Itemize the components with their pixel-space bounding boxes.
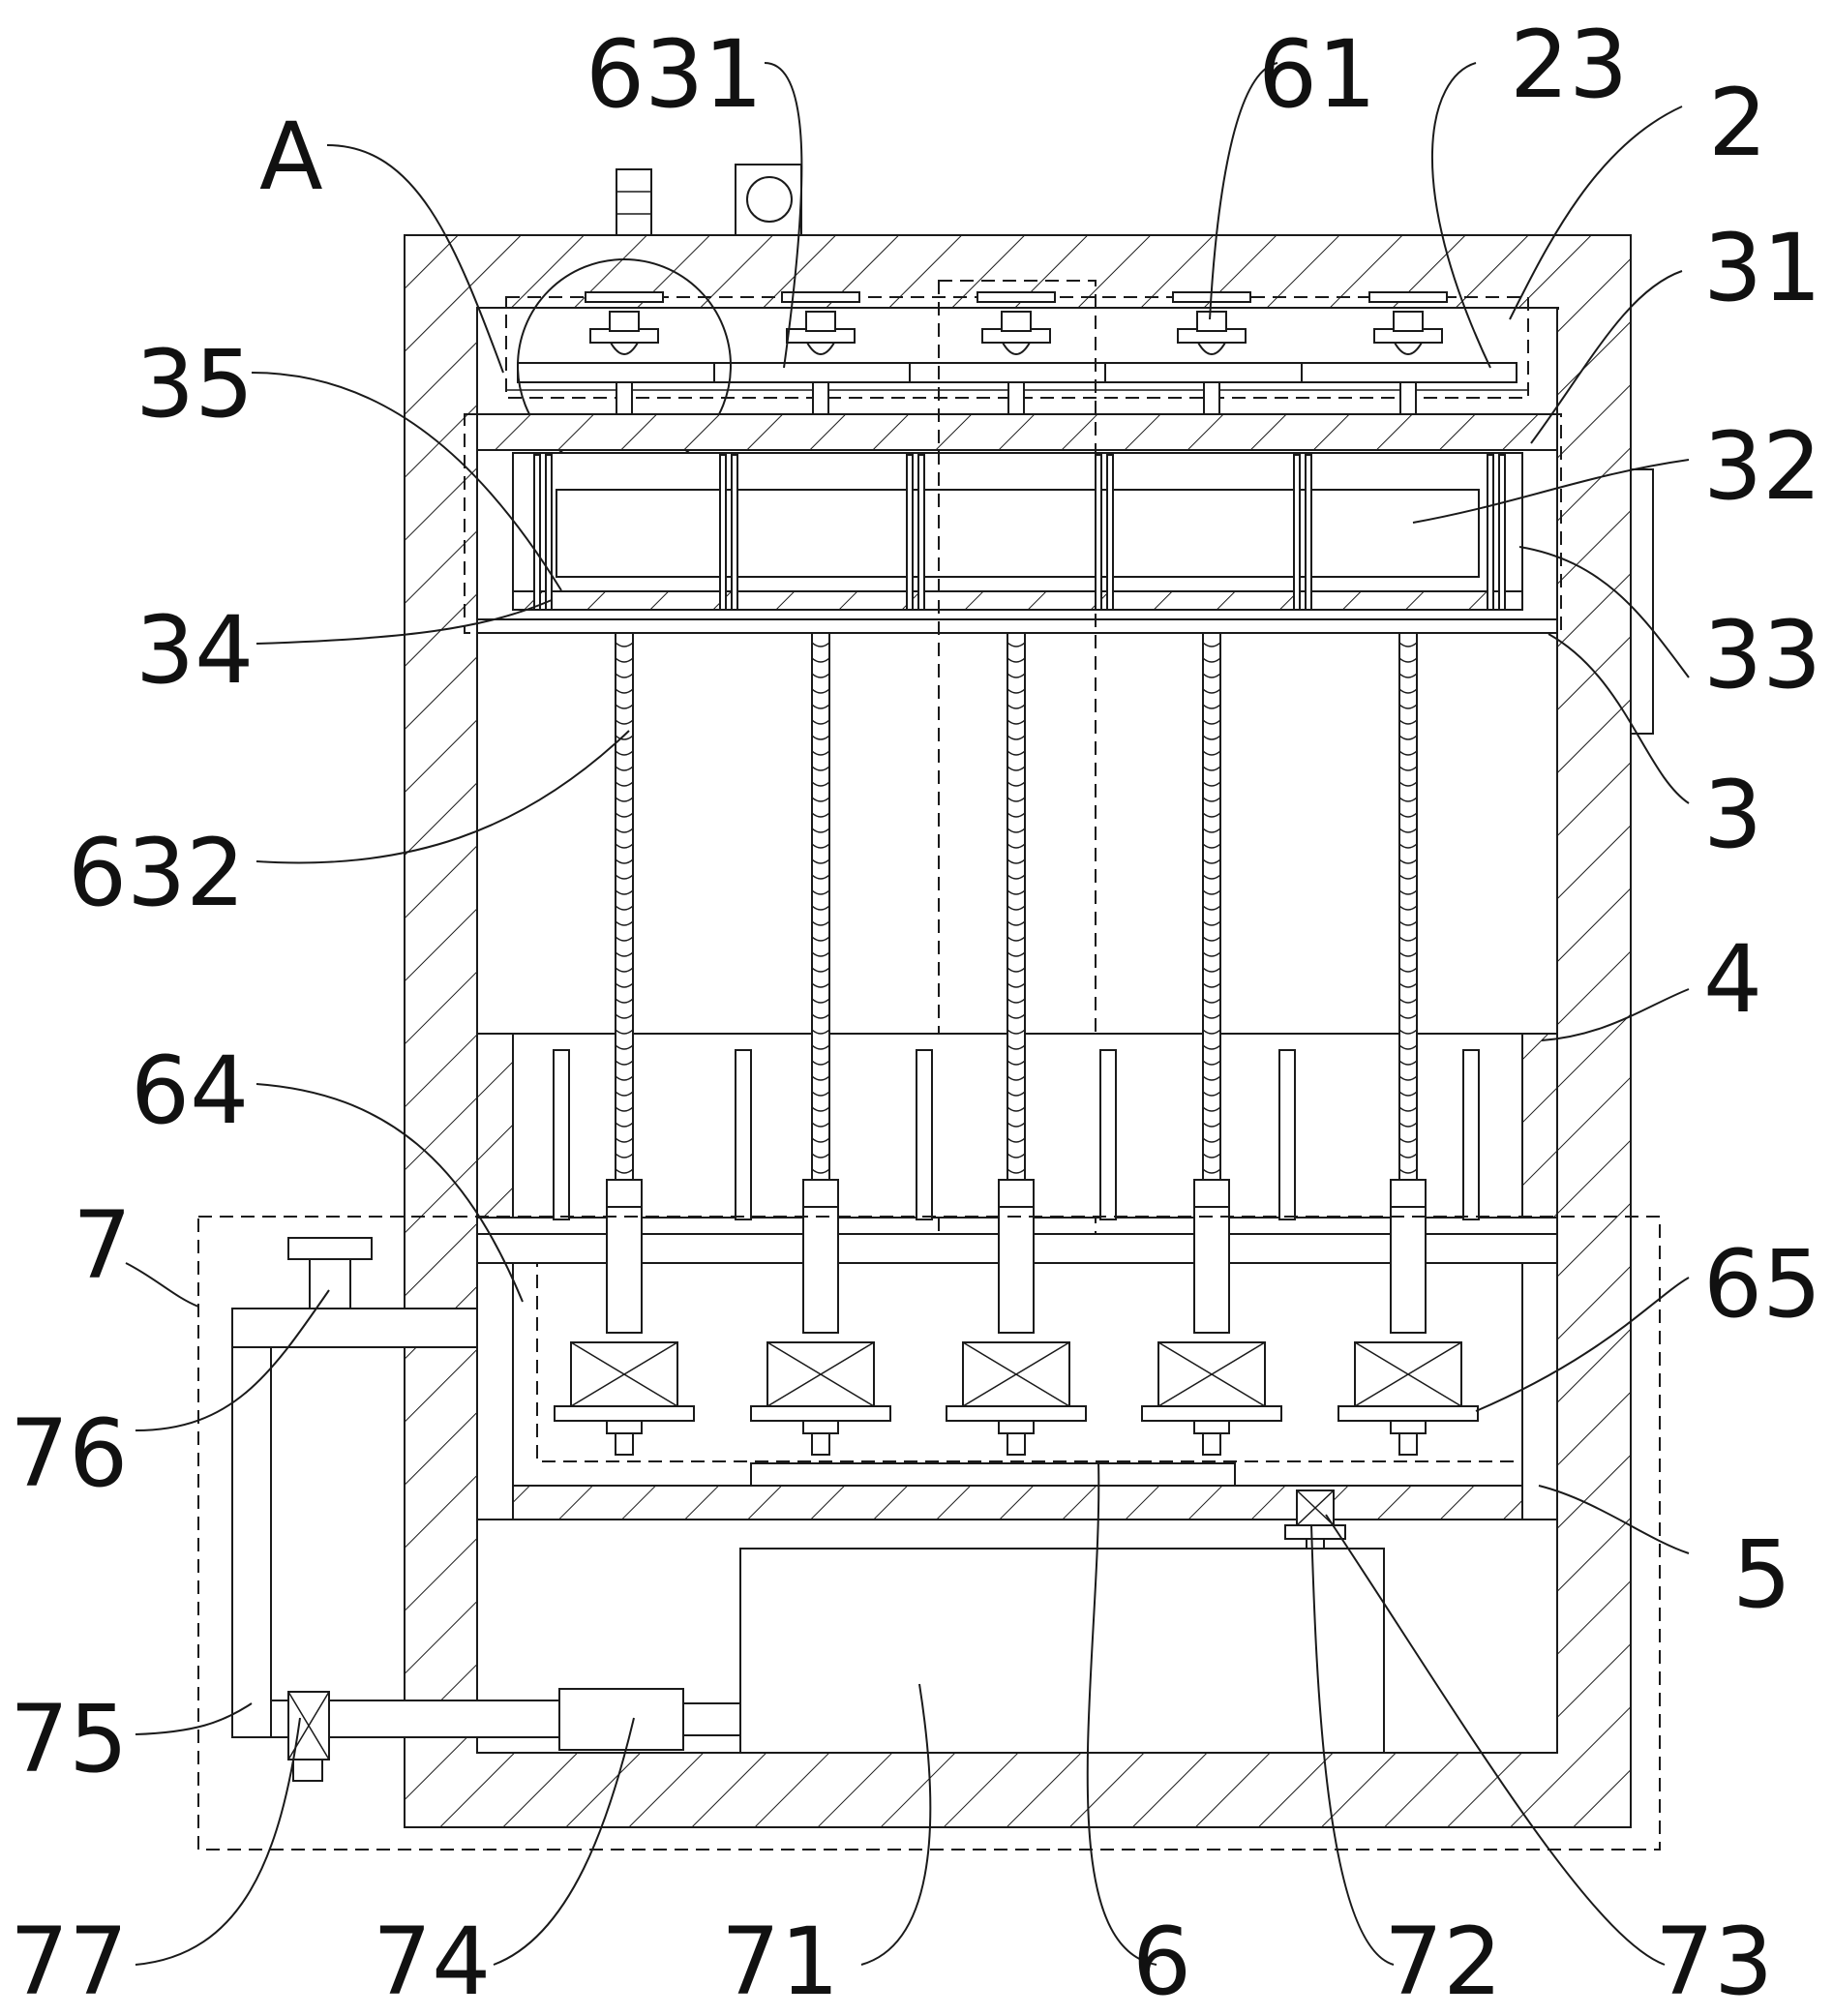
vent-slot xyxy=(554,1050,569,1219)
label-74: 74 xyxy=(373,1908,491,2016)
label-65: 65 xyxy=(1703,1230,1821,1339)
vent-slot xyxy=(1463,1050,1479,1219)
nozzle-tip xyxy=(1399,1433,1417,1455)
vent-slot xyxy=(1279,1050,1295,1219)
label-72: 72 xyxy=(1384,1908,1502,2016)
label-76: 76 xyxy=(10,1399,128,1508)
guide-bar xyxy=(1487,455,1493,610)
guide-bar xyxy=(534,455,540,610)
nozzle-plate xyxy=(751,1406,890,1421)
drive-shaft xyxy=(813,382,828,416)
label-31: 31 xyxy=(1703,214,1821,322)
screw-rod xyxy=(812,633,829,1180)
nozzle-plate xyxy=(1338,1406,1478,1421)
screw-rod xyxy=(616,633,633,1180)
motor-cap xyxy=(586,292,663,302)
gear-plate xyxy=(1105,363,1320,382)
guide-bar xyxy=(720,455,726,610)
label-64: 64 xyxy=(131,1037,249,1145)
nozzle-stem xyxy=(607,1207,642,1333)
drive-shaft xyxy=(1400,382,1416,416)
nozzle-stem xyxy=(1194,1207,1229,1333)
nut xyxy=(999,1180,1034,1207)
label-61: 61 xyxy=(1258,20,1376,129)
motor-body xyxy=(1394,312,1423,331)
screw-rod xyxy=(1399,633,1417,1180)
nozzle-plate xyxy=(947,1406,1086,1421)
label-4: 4 xyxy=(1703,925,1762,1034)
nozzle-stem xyxy=(803,1207,838,1333)
motor-cap xyxy=(977,292,1055,302)
label-631: 631 xyxy=(586,20,763,129)
vent-slot xyxy=(916,1050,932,1219)
label-6: 6 xyxy=(1132,1908,1191,2016)
label-A: A xyxy=(259,103,323,211)
guide-bar xyxy=(1306,455,1311,610)
nut xyxy=(607,1180,642,1207)
label-2: 2 xyxy=(1708,69,1767,177)
label-77: 77 xyxy=(10,1908,128,2016)
nozzle-nut xyxy=(803,1421,838,1433)
motor-cap xyxy=(1369,292,1447,302)
screw-rod xyxy=(1007,633,1025,1180)
motor-body xyxy=(610,312,639,331)
vent-slot xyxy=(736,1050,751,1219)
label-35: 35 xyxy=(135,330,254,438)
gear-plate xyxy=(1302,363,1517,382)
side-panel xyxy=(1631,469,1653,734)
top-inlet-fitting xyxy=(616,169,651,235)
guide-bar xyxy=(1294,455,1300,610)
gear-plate xyxy=(910,363,1125,382)
gear-plate xyxy=(518,363,733,382)
label-71: 71 xyxy=(721,1908,839,2016)
nozzle-nut xyxy=(607,1421,642,1433)
guide-bar xyxy=(1499,455,1505,610)
label-75: 75 xyxy=(10,1685,128,1793)
guide-bar xyxy=(907,455,913,610)
top-gauge xyxy=(736,165,801,235)
guide-bar xyxy=(918,455,924,610)
nozzle-plate xyxy=(1142,1406,1281,1421)
nut xyxy=(1194,1180,1229,1207)
label-23: 23 xyxy=(1510,11,1628,119)
nozzle-tip xyxy=(616,1433,633,1455)
motor-body xyxy=(1002,312,1031,331)
label-3: 3 xyxy=(1703,761,1762,869)
nut xyxy=(803,1180,838,1207)
gear-plate xyxy=(714,363,929,382)
drive-shaft xyxy=(616,382,632,416)
motor-body xyxy=(1197,312,1226,331)
vent-slot xyxy=(1100,1050,1116,1219)
nozzle-tip xyxy=(1007,1433,1025,1455)
label-73: 73 xyxy=(1655,1908,1773,2016)
nozzle-stem xyxy=(1391,1207,1426,1333)
upper-frame xyxy=(465,414,1561,633)
label-33: 33 xyxy=(1703,601,1821,709)
label-5: 5 xyxy=(1732,1520,1791,1629)
label-32: 32 xyxy=(1703,412,1821,521)
label-7: 7 xyxy=(73,1191,132,1300)
guide-bar xyxy=(732,455,737,610)
nozzle-tip xyxy=(812,1433,829,1455)
tank xyxy=(740,1490,1384,1753)
nut xyxy=(1391,1180,1426,1207)
nozzle-nut xyxy=(999,1421,1034,1433)
motor-body xyxy=(806,312,835,331)
drive-shaft xyxy=(1008,382,1024,416)
guide-bar xyxy=(546,455,552,610)
nozzle-tip xyxy=(1203,1433,1220,1455)
label-34: 34 xyxy=(135,596,254,705)
guide-bar xyxy=(1107,455,1113,610)
nozzle-nut xyxy=(1194,1421,1229,1433)
nozzle-nut xyxy=(1391,1421,1426,1433)
label-632: 632 xyxy=(68,819,245,927)
drive-shaft xyxy=(1204,382,1219,416)
nozzle-stem xyxy=(999,1207,1034,1333)
screw-rod xyxy=(1203,633,1220,1180)
nozzle-plate xyxy=(555,1406,694,1421)
